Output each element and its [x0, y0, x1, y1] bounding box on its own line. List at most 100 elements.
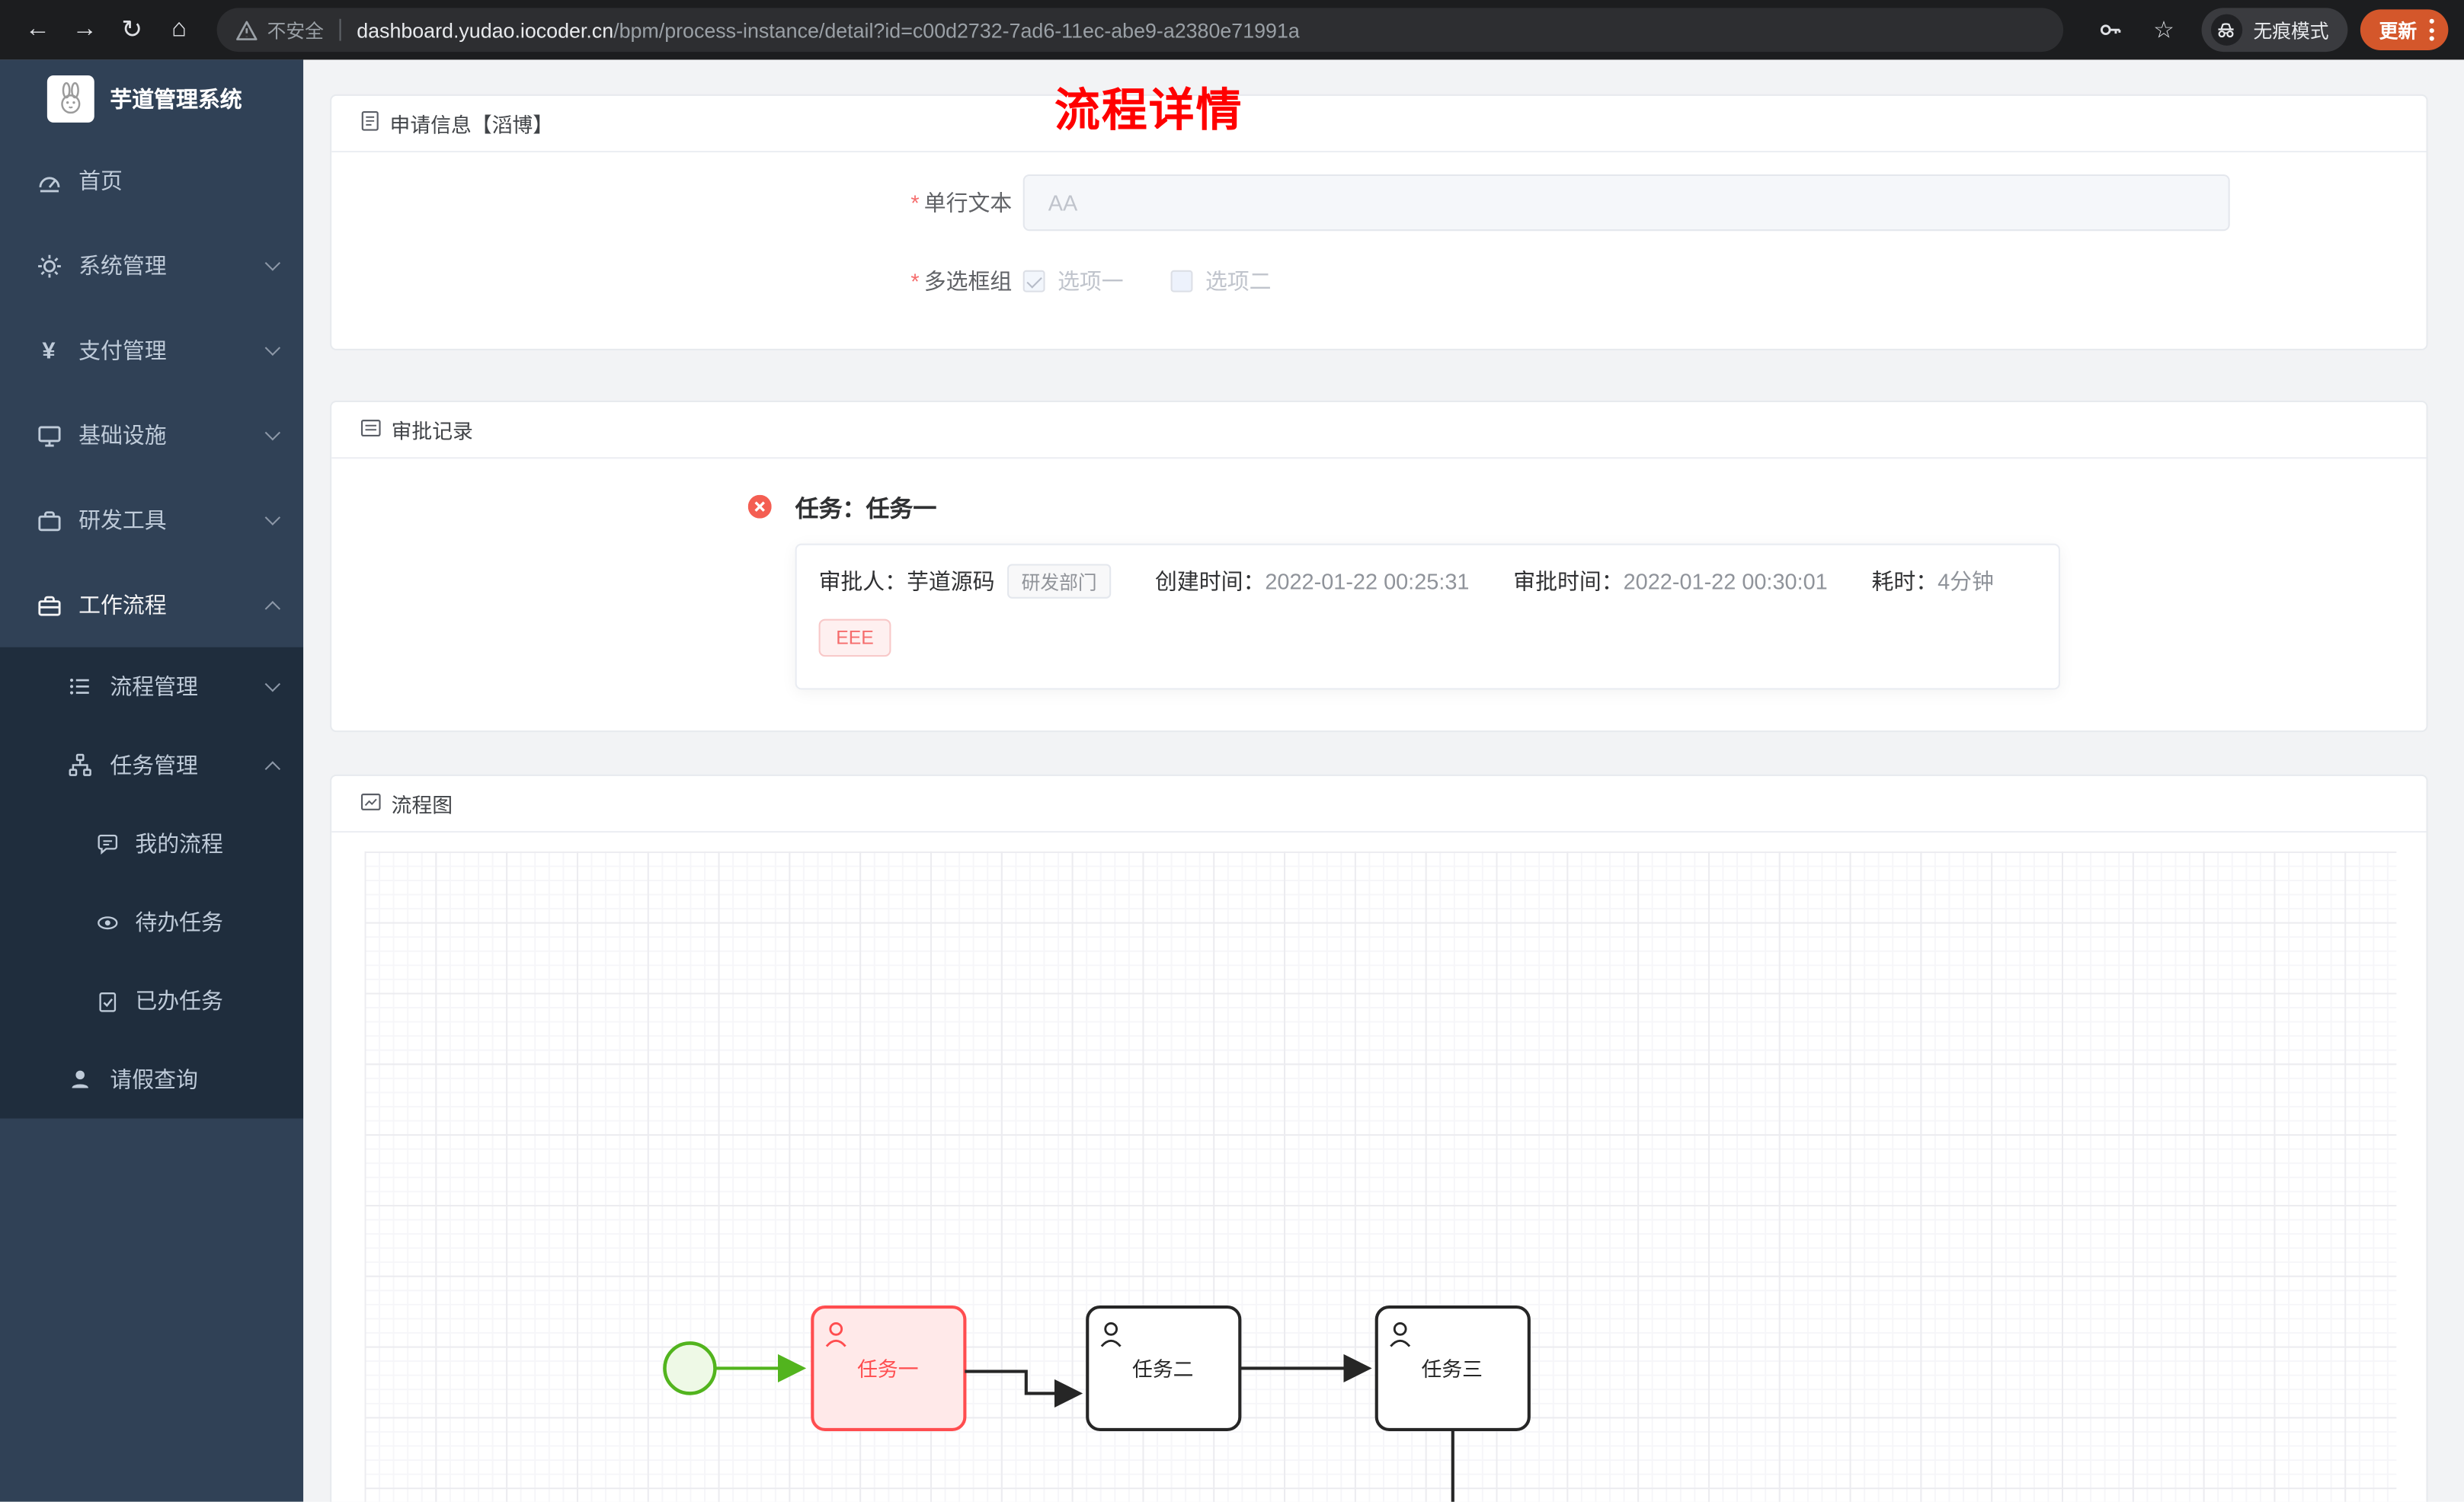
back-icon[interactable]: ← — [25, 15, 50, 43]
form-row-checkbox-group: *多选框组 选项一 选项二 — [331, 266, 2426, 297]
apply-info-card-title: 申请信息【滔博】 — [389, 113, 554, 137]
sidebar-item-label: 请假查询 — [110, 1066, 198, 1092]
approve-time-label: 审批时间： — [1513, 568, 1624, 594]
sidebar-item-label: 研发工具 — [78, 507, 167, 533]
omnibox-divider — [339, 18, 341, 41]
sidebar-item-label: 已办任务 — [135, 988, 223, 1014]
page-title: 流程详情 — [1054, 86, 1243, 137]
gear-icon — [34, 251, 62, 280]
task-node-1[interactable]: 任务一 — [811, 1305, 967, 1431]
task-user-icon — [1100, 1322, 1122, 1347]
checkbox-checked-icon — [1022, 270, 1045, 292]
checkbox-label: 选项二 — [1205, 268, 1272, 294]
sidebar-item-my-processes[interactable]: 我的流程 — [0, 804, 303, 883]
toolbox-icon — [34, 506, 62, 534]
approval-detail-box: 审批人： 芋道源码 研发部门 创建时间： 2022-01-22 00:25:31… — [795, 543, 2060, 690]
sidebar-item-payment[interactable]: ¥ 支付管理 — [0, 308, 303, 392]
approval-record-card: 审批记录 任务：任务一 审批人： 芋道源码 研发部门 创建时间： — [330, 400, 2428, 733]
forward-icon[interactable]: → — [72, 15, 98, 43]
sidebar-item-label: 工作流程 — [78, 592, 167, 618]
chevron-down-icon — [264, 510, 281, 526]
required-asterisk: * — [910, 268, 920, 294]
bpmn-canvas[interactable]: 任务一 任务二 — [364, 851, 2397, 1502]
field-label: *单行文本 — [910, 190, 1013, 216]
sidebar-item-label: 基础设施 — [78, 422, 167, 448]
sidebar-item-home[interactable]: 首页 — [0, 139, 303, 223]
not-secure-warning-icon — [235, 20, 258, 40]
clipboard-check-icon — [94, 988, 120, 1013]
dept-tag: 研发部门 — [1007, 564, 1112, 599]
chevron-up-icon — [264, 599, 281, 616]
reload-icon[interactable]: ↻ — [121, 17, 143, 44]
duration-group: 耗时： 4分钟 — [1871, 566, 1993, 597]
sequence-flow-task1-task2 — [965, 1369, 1083, 1408]
task-label: 任务一 — [857, 1358, 918, 1381]
app-logo: 芋道管理系统 — [0, 59, 303, 138]
sidebar-item-todo-tasks[interactable]: 待办任务 — [0, 883, 303, 961]
chat-icon — [94, 831, 120, 856]
sidebar-item-label: 待办任务 — [135, 909, 223, 935]
approve-time-value: 2022-01-22 00:30:01 — [1623, 568, 1828, 594]
comment-tag: EEE — [818, 618, 891, 657]
update-button[interactable]: 更新 — [2360, 9, 2449, 50]
bookmark-star-icon[interactable]: ☆ — [2153, 17, 2174, 44]
approval-detail-line: 审批人： 芋道源码 研发部门 创建时间： 2022-01-22 00:25:31… — [818, 564, 2037, 599]
app-title: 芋道管理系统 — [110, 86, 242, 112]
apply-info-card-body: *单行文本 *多选框组 选项一 选项二 — [331, 174, 2426, 297]
record-icon — [360, 417, 382, 443]
yen-icon: ¥ — [42, 337, 56, 364]
rejected-status-icon — [747, 494, 772, 526]
checkbox-option-2[interactable]: 选项二 — [1170, 266, 1272, 297]
process-diagram-card-header: 流程图 — [331, 776, 2427, 833]
chevron-down-icon — [264, 676, 281, 692]
address-bar[interactable]: 不安全 dashboard.yudao.iocoder.cn /bpm/proc… — [216, 8, 2063, 53]
checkbox-option-1[interactable]: 选项一 — [1022, 266, 1124, 297]
sidebar-item-label: 系统管理 — [78, 253, 167, 279]
sidebar-item-task-mgmt[interactable]: 任务管理 — [0, 726, 303, 804]
sidebar-item-system[interactable]: 系统管理 — [0, 223, 303, 308]
create-time-group: 创建时间： 2022-01-22 00:25:31 — [1155, 566, 1470, 597]
single-line-text-input[interactable] — [1022, 174, 2230, 232]
sidebar-item-process-mgmt[interactable]: 流程管理 — [0, 647, 303, 726]
create-time-value: 2022-01-22 00:25:31 — [1265, 568, 1470, 594]
sidebar-item-label: 任务管理 — [110, 752, 198, 778]
sidebar-item-devtools[interactable]: 研发工具 — [0, 478, 303, 562]
task-node-2[interactable]: 任务二 — [1086, 1305, 1242, 1431]
home-icon[interactable]: ⌂ — [171, 15, 187, 43]
apply-info-card-header: 申请信息【滔博】 — [331, 96, 2427, 153]
chevron-up-icon — [264, 760, 281, 776]
start-event-node[interactable] — [663, 1341, 717, 1395]
browser-menu-icon[interactable] — [2429, 18, 2434, 41]
sidebar-item-label: 支付管理 — [78, 337, 167, 363]
sidebar-item-infra[interactable]: 基础设施 — [0, 393, 303, 478]
duration-label: 耗时： — [1871, 568, 1938, 594]
sidebar-item-done-tasks[interactable]: 已办任务 — [0, 961, 303, 1040]
user-icon — [66, 1065, 94, 1093]
eye-icon — [94, 909, 120, 935]
incognito-badge: 无痕模式 — [2201, 8, 2348, 53]
approval-record-card-title: 审批记录 — [391, 419, 473, 443]
bpmn-diagram: 任务一 任务二 — [663, 1305, 1531, 1502]
url-path: /bpm/process-instance/detail?id=c00d2732… — [613, 18, 1300, 42]
briefcase-icon — [34, 591, 62, 619]
list-icon — [66, 673, 94, 701]
required-asterisk: * — [910, 190, 920, 216]
task-node-3[interactable]: 任务三 — [1374, 1305, 1531, 1431]
chevron-down-icon — [264, 425, 281, 441]
task-user-icon — [825, 1322, 846, 1347]
workflow-submenu: 流程管理 任务管理 我的流程 待办任务 — [0, 647, 304, 1119]
process-diagram-card: 流程图 — [330, 774, 2428, 1502]
sidebar-item-leave-query[interactable]: 请假查询 — [0, 1040, 303, 1118]
chevron-down-icon — [264, 340, 281, 356]
sidebar-item-label: 首页 — [78, 168, 123, 193]
monitor-icon — [34, 421, 62, 449]
sidebar-item-workflow[interactable]: 工作流程 — [0, 562, 303, 647]
field-label: *多选框组 — [910, 268, 1013, 294]
key-icon[interactable] — [2090, 9, 2131, 50]
sidebar-item-label: 我的流程 — [135, 831, 223, 857]
document-icon — [360, 110, 380, 136]
approver-label: 审批人： — [818, 568, 907, 594]
checkbox-unchecked-icon — [1170, 270, 1193, 292]
approve-time-group: 审批时间： 2022-01-22 00:30:01 — [1513, 566, 1828, 597]
